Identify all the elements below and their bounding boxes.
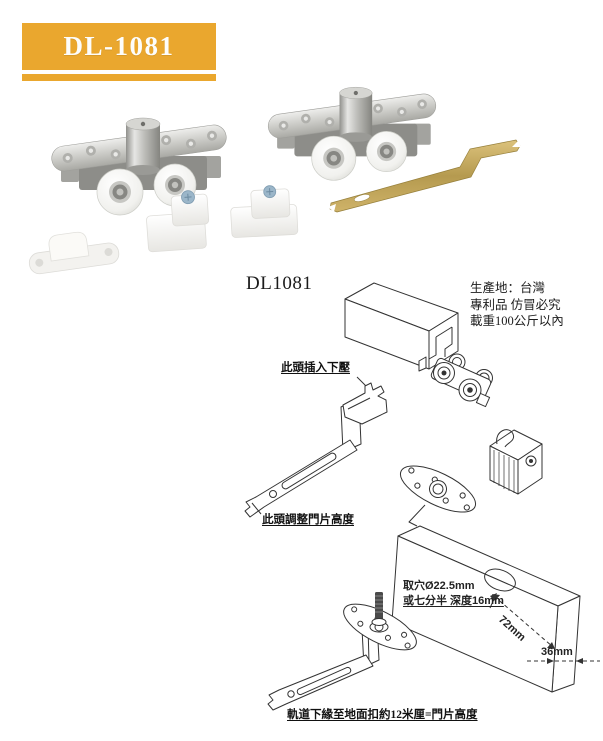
label-hole-spec-line2: 或七分半 深度16mm xyxy=(403,595,504,607)
leader-adjust-height xyxy=(251,502,262,515)
label-dim-36: 36mm xyxy=(541,646,573,658)
label-bottom-note: 軌道下緣至地面扣約12米厘=門片高度 xyxy=(287,709,478,721)
adjusting-wrench-photo xyxy=(328,139,521,213)
mounting-plate-drawing xyxy=(399,465,477,527)
door-stopper-photo-right xyxy=(230,185,299,238)
hanger-roller-photo-right xyxy=(266,86,438,181)
dim-36-arrow xyxy=(527,658,600,664)
roller-trolley-drawing xyxy=(430,353,493,408)
door-panel-drawing xyxy=(391,525,581,693)
stopper-drawing xyxy=(489,429,543,495)
track-rail-drawing xyxy=(344,282,459,372)
door-stopper-photo-left xyxy=(146,190,210,253)
label-adjust-height: 此頭調整門片高度 xyxy=(262,514,354,526)
info-line-patent: 專利品 仿冒必究 xyxy=(470,297,561,312)
leader-hole-spec xyxy=(489,593,497,609)
floor-guide-photo xyxy=(28,231,120,275)
label-hole-spec-line1: 取穴Ø22.5mm xyxy=(403,580,475,592)
model-badge: DL-1081 xyxy=(22,23,216,70)
wrench-drawing xyxy=(244,382,388,518)
model-badge-underline xyxy=(22,74,216,81)
product-photo xyxy=(28,86,521,275)
product-code-caption: DL1081 xyxy=(246,273,313,294)
info-line-load: 載重100公斤以內 xyxy=(470,314,564,328)
label-hole-spec: 取穴Ø22.5mm 或七分半 深度16mm xyxy=(403,579,504,609)
assembly-adjust-drawing xyxy=(267,592,417,711)
product-info-block: 生產地：台灣 專利品 仿冒必究 載重100公斤以內 xyxy=(470,280,564,330)
info-line-origin: 生產地：台灣 xyxy=(470,281,546,295)
technical-diagram xyxy=(244,282,600,711)
label-insert-press: 此頭插入下壓 xyxy=(281,362,350,374)
